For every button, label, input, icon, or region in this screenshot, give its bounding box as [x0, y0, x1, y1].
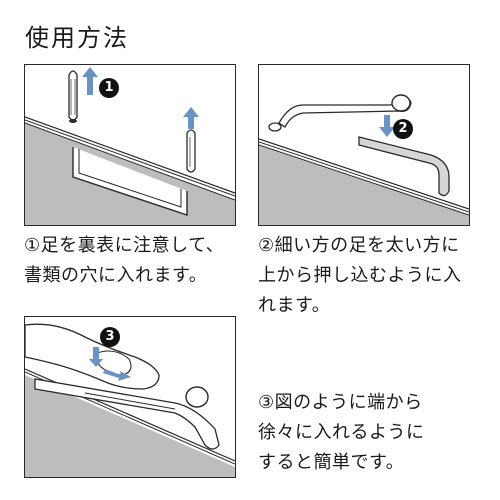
- caption-line: すると簡単です。: [258, 452, 405, 473]
- caption-line: ①足を裏表に注意して、: [24, 235, 225, 256]
- step-3-badge: 3: [100, 327, 120, 347]
- step-3-caption: ③図のように端から 徐々に入れるように すると簡単です。: [258, 388, 425, 478]
- step-2-badge: 2: [393, 119, 413, 139]
- step-1-badge: 1: [99, 78, 119, 98]
- step-2-caption: ②細い方の足を太い方に 上から押し込むように入 れます。: [258, 231, 462, 321]
- caption-line: ②細い方の足を太い方に: [258, 235, 460, 256]
- caption-line: 徐々に入れるように: [258, 422, 425, 443]
- caption-line: れます。: [258, 295, 331, 316]
- caption-line: ③図のように端から: [258, 392, 423, 413]
- page-title: 使用方法: [25, 24, 129, 52]
- caption-line: 上から押し込むように入: [258, 265, 462, 286]
- step-1-illustration: 1: [24, 64, 236, 226]
- step-1-caption: ①足を裏表に注意して、 書類の穴に入れます。: [24, 231, 224, 291]
- step-2-illustration: 2: [258, 64, 470, 226]
- step-3-illustration: 3: [24, 316, 236, 478]
- caption-line: 書類の穴に入れます。: [24, 265, 208, 286]
